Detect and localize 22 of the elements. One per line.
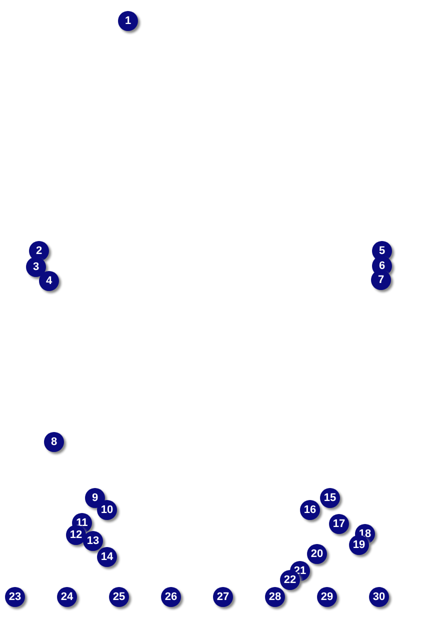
callout-number: 7 xyxy=(371,270,391,290)
callout-number: 16 xyxy=(300,500,320,520)
callout-number: 10 xyxy=(97,500,117,520)
callout-number: 3 xyxy=(26,257,46,277)
callout-number: 28 xyxy=(265,587,285,607)
callout-number: 12 xyxy=(66,525,86,545)
callout-number: 23 xyxy=(5,587,25,607)
callout-number: 13 xyxy=(83,531,103,551)
callout-number: 4 xyxy=(39,271,59,291)
callout-number: 14 xyxy=(97,547,117,567)
callout-number: 29 xyxy=(317,587,337,607)
callout-number: 24 xyxy=(57,587,77,607)
callout-number: 8 xyxy=(44,432,64,452)
callout-number: 2 xyxy=(29,241,49,261)
callout-number: 1 xyxy=(118,11,138,31)
callout-number: 15 xyxy=(320,488,340,508)
callout-number: 25 xyxy=(109,587,129,607)
callout-number: 30 xyxy=(369,587,389,607)
callout-number: 20 xyxy=(307,544,327,564)
callout-number: 27 xyxy=(213,587,233,607)
callout-number: 26 xyxy=(161,587,181,607)
callout-number: 17 xyxy=(329,514,349,534)
